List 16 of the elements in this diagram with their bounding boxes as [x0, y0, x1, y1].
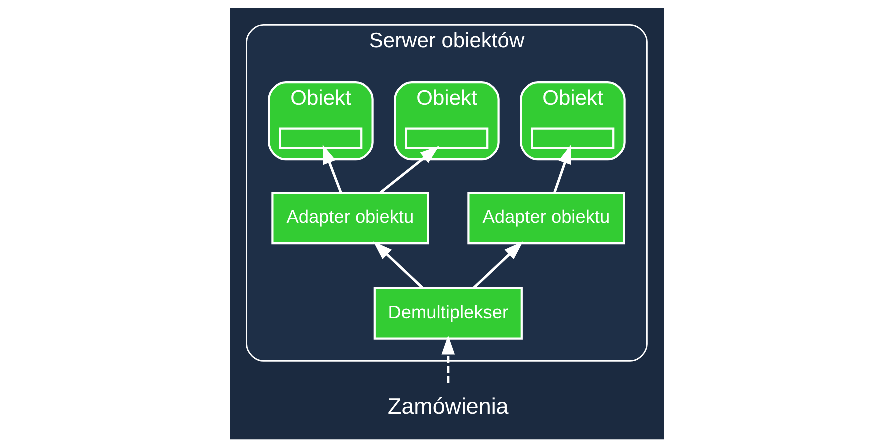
node-box: Demultiplekser	[373, 287, 522, 340]
cluster: Obiekt	[268, 82, 374, 161]
arrow	[373, 242, 424, 289]
cluster: Obiekt	[520, 82, 626, 161]
node-box	[278, 128, 362, 150]
node-box: Adapter obiektu	[467, 192, 625, 245]
node-text: Zamówienia	[388, 394, 508, 420]
arrow	[379, 146, 439, 194]
arrow	[322, 144, 342, 194]
arrow	[472, 242, 523, 289]
node-box	[530, 128, 614, 150]
node-box: Adapter obiektu	[271, 192, 429, 245]
arrow	[552, 144, 571, 194]
cluster: Obiekt	[394, 82, 500, 161]
arrow	[441, 336, 455, 384]
node-box	[404, 128, 488, 150]
